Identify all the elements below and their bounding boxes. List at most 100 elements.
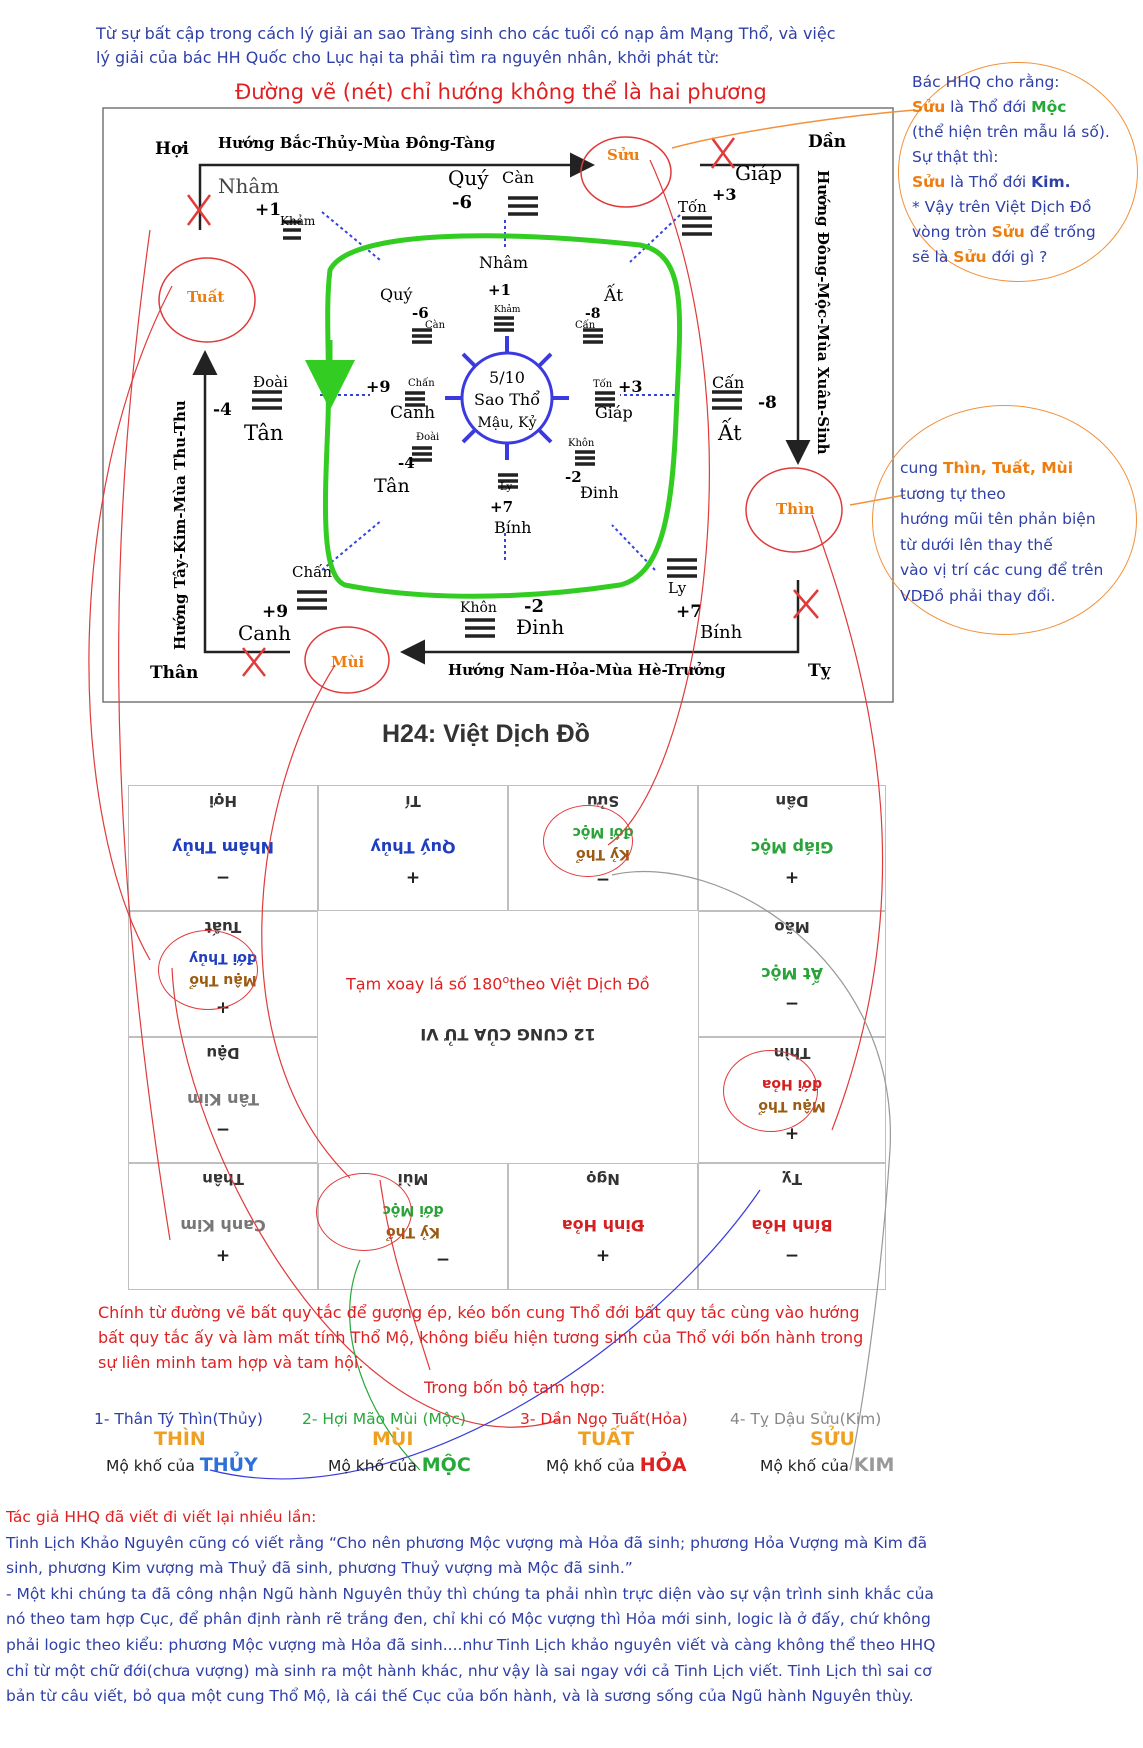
cell-hoi: Hợi Nhâm Thủy − (128, 785, 318, 911)
curve-tuat (88, 285, 173, 961)
para2-l2: Tinh Lịch Khảo Nguyên cũng có viết rằng … (6, 1533, 928, 1552)
group-3-tomb: Mộ khố của HỎA (546, 1454, 688, 1476)
para1: Chính từ đường vẽ bất quy tắc để gượng é… (98, 1300, 863, 1375)
bubble-top-l5: Sửu là Thổ đới Kim. (912, 170, 1110, 195)
outer-binh: Bính (700, 622, 743, 643)
intro-line-1: Từ sự bất cập trong cách lý giải an sao … (96, 24, 836, 43)
group-2: 2- Hợi Mão Mùi (Mộc) MÙI Mộ khố của MỘC (302, 1410, 471, 1476)
para1-l1: Chính từ đường vẽ bất quy tắc để gượng é… (98, 1303, 860, 1322)
bubble-top-l6: * Vậy trên Việt Dịch Đồ (912, 198, 1092, 216)
corner-dan: Dần (808, 132, 846, 152)
outer-canh: Canh (238, 621, 291, 645)
mark-tuat: Tuất (187, 288, 224, 306)
para2: Tác giả HHQ đã viết đi viết lại nhiều lầ… (6, 1505, 935, 1710)
curve-mui-down (379, 1179, 431, 1371)
inner-tan: Tân (374, 475, 410, 497)
inner-doai-top: Chấn (408, 378, 435, 389)
inner-quy: Quý (380, 285, 412, 304)
outer-ton: Tốn (678, 198, 707, 216)
group-1: 1- Thân Tý Thìn(Thủy) THÌN Mộ khố của TH… (94, 1410, 263, 1476)
inner-binh: Bính (494, 518, 531, 537)
para2-l4: - Một khi chúng ta đã công nhận Ngũ hành… (6, 1584, 934, 1603)
center-rays (445, 336, 569, 460)
corner-than: Thân (150, 663, 198, 683)
bubble-mid-l1a: cung (900, 459, 943, 477)
cell-ty: Tỵ Bính Hỏa − (698, 1163, 886, 1290)
para1-l3: sự liên minh tam hợp và tam hội. (98, 1353, 364, 1372)
bubble-top-l3: (thể hiện trên mẫu lá số). (912, 123, 1110, 141)
inner-dinh-num: -2 (565, 468, 582, 486)
group-2-palace: MÙI (372, 1428, 414, 1450)
inner-can-e: Cấn (575, 320, 596, 331)
bubble-mid-l1: cung Thìn, Tuất, Mùi (900, 456, 1103, 482)
cell-mao: Mão Ất Mộc − (698, 911, 886, 1037)
outer-tan-num: -4 (213, 400, 232, 420)
bubble-top-l8a: sẽ là (912, 248, 954, 266)
corner-hoi: Hợi (155, 139, 189, 159)
corner-ty: Tỵ (808, 661, 832, 681)
outer-giap: Giáp (735, 161, 782, 185)
group-3-prefix: Mộ khố của (546, 1457, 640, 1475)
para2-l6: phải logic theo kiểu: phương Mộc vượng m… (6, 1635, 936, 1654)
curve-thin (811, 514, 884, 1131)
bubble-top-text: Bác HHQ cho rằng: Sửu là Thổ đới Mộc (th… (912, 70, 1110, 270)
para2-l5: nó theo tam hợp Cục, để phân định rành r… (6, 1610, 931, 1629)
group-3-title: 3- Dần Ngọ Tuất(Hỏa) (520, 1410, 688, 1428)
outer-dinh: Đinh (516, 615, 564, 639)
outer-doai: Đoài (253, 373, 288, 391)
inner-ly: Ly (500, 482, 512, 493)
bubble-top-l2a: Sửu (912, 98, 946, 116)
bubble-top-l2c: Mộc (1031, 98, 1067, 116)
cell-than-sign: + (215, 1246, 231, 1266)
group-1-tomb: Mộ khố của THỦY (106, 1454, 263, 1476)
center-line-1: 5/10 (489, 368, 525, 387)
outer-quy-num: -6 (452, 192, 472, 213)
para2-l8: bản từ câu viết, bỏ qua một cung Thổ Mộ,… (6, 1687, 914, 1706)
bubble-top-l8c: đới gì ? (986, 248, 1048, 266)
group-2-element: MỘC (421, 1454, 471, 1476)
group-2-tomb: Mộ khố của MỘC (328, 1454, 471, 1476)
x-marks (186, 137, 819, 677)
outer-at-num: -8 (758, 393, 777, 413)
curve-thuy (209, 1189, 761, 1480)
para2-l1: Tác giả HHQ đã viết đi viết lại nhiều lầ… (6, 1508, 317, 1526)
group-2-prefix: Mộ khố của (328, 1457, 422, 1475)
cell-ngo: Ngọ Đinh Hỏa + (508, 1163, 698, 1290)
outer-at: Ất (717, 419, 742, 445)
diagram-caption: H24: Việt Dịch Đồ (382, 720, 590, 748)
bubble-mid-l6: VDĐồ phải thay đổi. (900, 586, 1056, 605)
direction-east: Hướng Đông-Mộc-Mùa Xuân-Sinh (814, 170, 832, 455)
inner-canh: Canh (390, 403, 435, 423)
diagram-frame (102, 107, 894, 703)
grid-ellipse-suu (543, 805, 633, 877)
outer-nham-num: +1 (255, 200, 281, 220)
direction-south: Hướng Nam-Hỏa-Mùa Hè-Trưởng (448, 661, 726, 679)
group-2-title: 2- Hợi Mão Mùi (Mộc) (302, 1410, 466, 1428)
bubble-top-l1: Bác HHQ cho rằng: (912, 73, 1060, 91)
bubble-mid-l2: tương tự theo (900, 484, 1006, 503)
intro-line-2: lý giải của bác HH Quốc cho Lục hại ta p… (96, 48, 720, 67)
group-4-palace: SỬU (810, 1428, 855, 1450)
cell-ti-sign: + (405, 868, 421, 888)
group-4-title: 4- Tỵ Dậu Sửu(Kim) (730, 1410, 882, 1428)
south-arrow (400, 580, 800, 665)
bubble-top-l2b: là Thổ đới (945, 98, 1032, 116)
grid-center-note-b: o (502, 973, 510, 986)
curve-suu-to-kim (611, 870, 891, 1471)
compass-diagram: Hợi Dần Thân Tỵ Hướng Bắc-Thủy-Mùa Đông-… (102, 107, 916, 703)
group-3: 3- Dần Ngọ Tuất(Hỏa) TUẤT Mộ khố của HỎA (520, 1410, 688, 1476)
inner-nham: Nhâm (479, 253, 528, 272)
cell-ty-sign: − (784, 1246, 800, 1266)
cell-dau: Dậu Tân Kim − (128, 1037, 318, 1163)
outer-chan: Chấn (292, 563, 332, 581)
cell-hoi-sign: − (215, 868, 231, 888)
inner-doai: Đoài (416, 432, 439, 443)
outer-tan: Tân (244, 421, 283, 445)
inner-giap-num: +3 (618, 377, 643, 396)
cell-thin-sign: + (784, 1124, 800, 1144)
outer-binh-num: +7 (676, 602, 702, 622)
intro-heading: Đường vẽ (nét) chỉ hướng không thể là ha… (235, 80, 767, 104)
cell-mui-sign: − (435, 1250, 451, 1270)
inner-dinh: Đinh (580, 483, 619, 502)
